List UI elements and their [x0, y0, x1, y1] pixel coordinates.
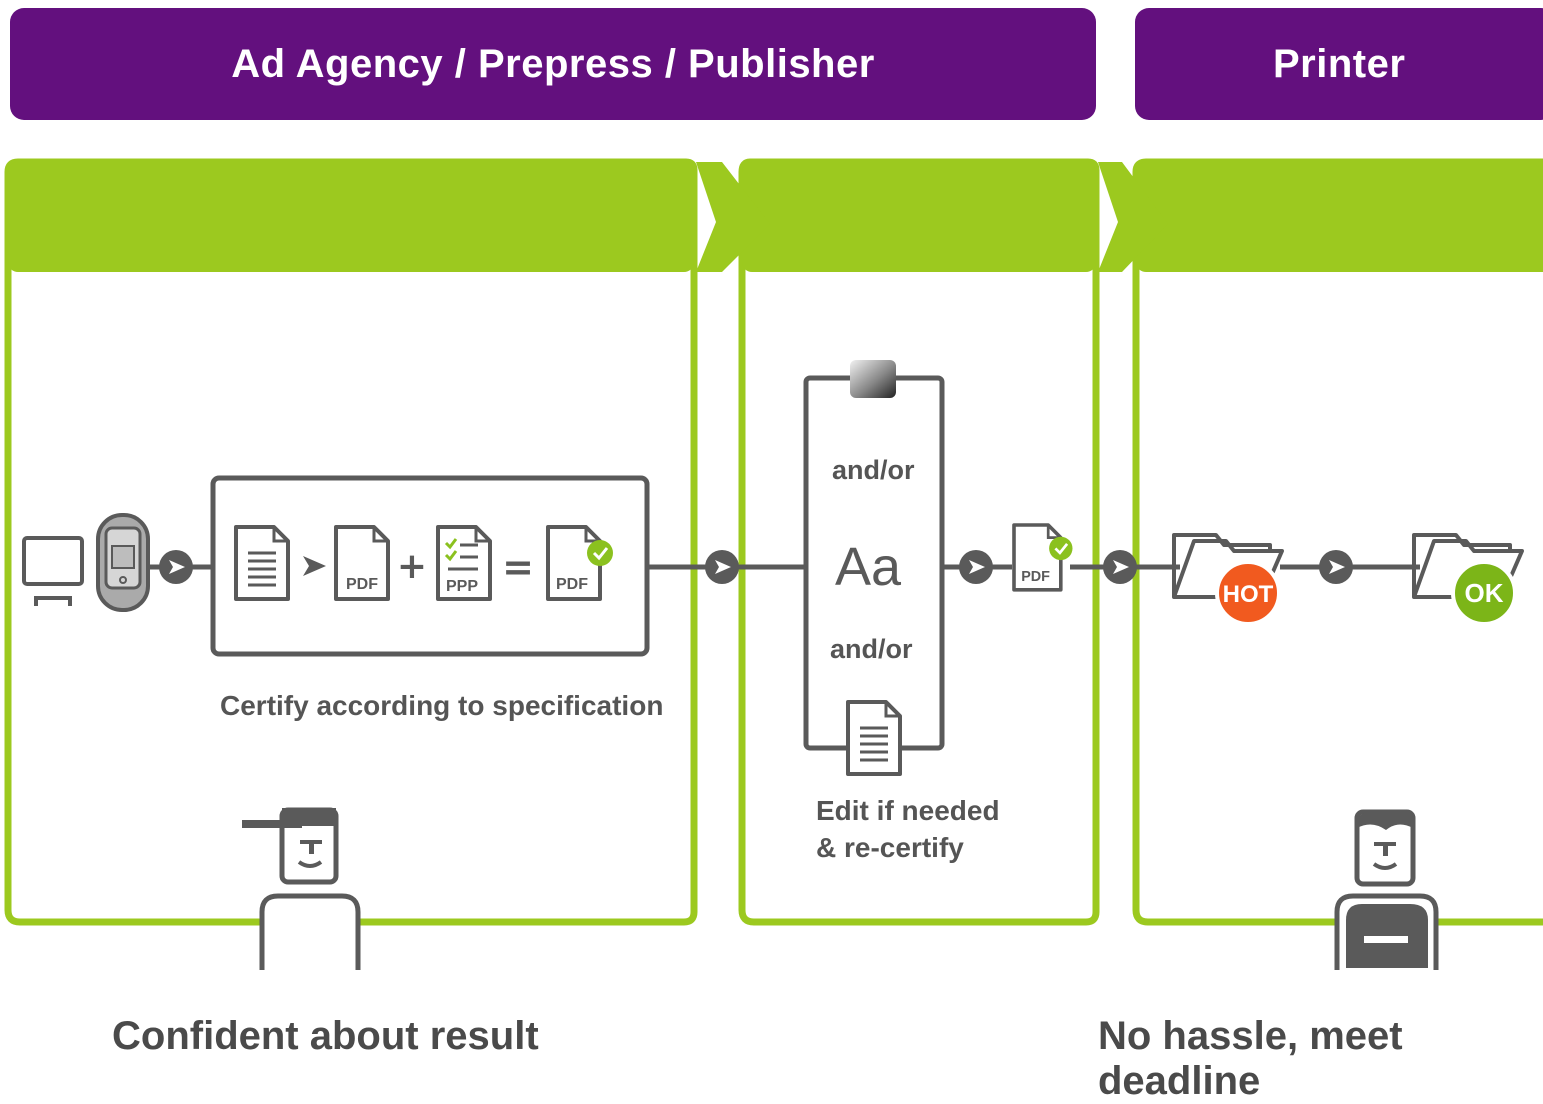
recertified-pdf-icon: PDF [1012, 523, 1073, 592]
flow-arrow-icon [159, 550, 193, 584]
edit-label-line1: Edit if needed [816, 795, 1000, 826]
workflow-diagram: PDF + PPP = PDF Aa PDF [4, 158, 1543, 970]
flow-arrow-icon [959, 550, 993, 584]
edit-label-line2: & re-certify [816, 832, 964, 863]
stage-box-3 [1132, 158, 1543, 926]
stage-chevron-2 [1098, 162, 1168, 272]
edit-document-icon [846, 700, 902, 776]
small-arrow-icon [303, 556, 326, 576]
svg-text:HOT: HOT [1223, 581, 1274, 608]
hot-folder-icon: HOT [1172, 533, 1284, 626]
monitor-icon [22, 536, 84, 606]
pdf-file-icon: PDF [334, 525, 390, 601]
agency-person-icon [242, 807, 361, 970]
flow-arrow-icon [1319, 550, 1353, 584]
printer-person-icon [1334, 809, 1439, 970]
confident-caption: Confident about result [112, 1014, 539, 1058]
equals-sign: = [502, 545, 534, 589]
certify-label: Certify according to specification [220, 690, 664, 721]
header-agency: Ad Agency / Prepress / Publisher [10, 8, 1096, 120]
ppp-checklist-icon: PPP [436, 525, 492, 601]
mobile-device-icon [96, 513, 150, 612]
svg-text:PDF: PDF [1021, 569, 1050, 585]
flow-arrow-icon [1103, 550, 1137, 584]
svg-text:PPP: PPP [446, 578, 478, 595]
aa-font-icon: Aa [835, 537, 902, 597]
certified-pdf-icon: PDF [546, 525, 613, 601]
no-hassle-caption: No hassle, meet deadline [1098, 1014, 1403, 1103]
and-or-top-label: and/or [832, 455, 915, 485]
flow-arrow-icon [705, 550, 739, 584]
header-printer-title: Printer [1273, 41, 1406, 86]
header-agency-title: Ad Agency / Prepress / Publisher [231, 41, 875, 86]
svg-text:OK: OK [1465, 578, 1504, 608]
and-or-bottom-label: and/or [830, 634, 913, 664]
svg-text:PDF: PDF [556, 576, 588, 593]
document-icon [234, 525, 290, 601]
chip-icon [850, 360, 896, 398]
header-printer: Printer [1135, 8, 1543, 120]
plus-sign: + [397, 546, 427, 587]
ok-folder-icon: OK [1412, 533, 1524, 626]
svg-text:PDF: PDF [346, 576, 378, 593]
certify-box [210, 475, 650, 657]
stage-chevron-1 [696, 162, 770, 272]
